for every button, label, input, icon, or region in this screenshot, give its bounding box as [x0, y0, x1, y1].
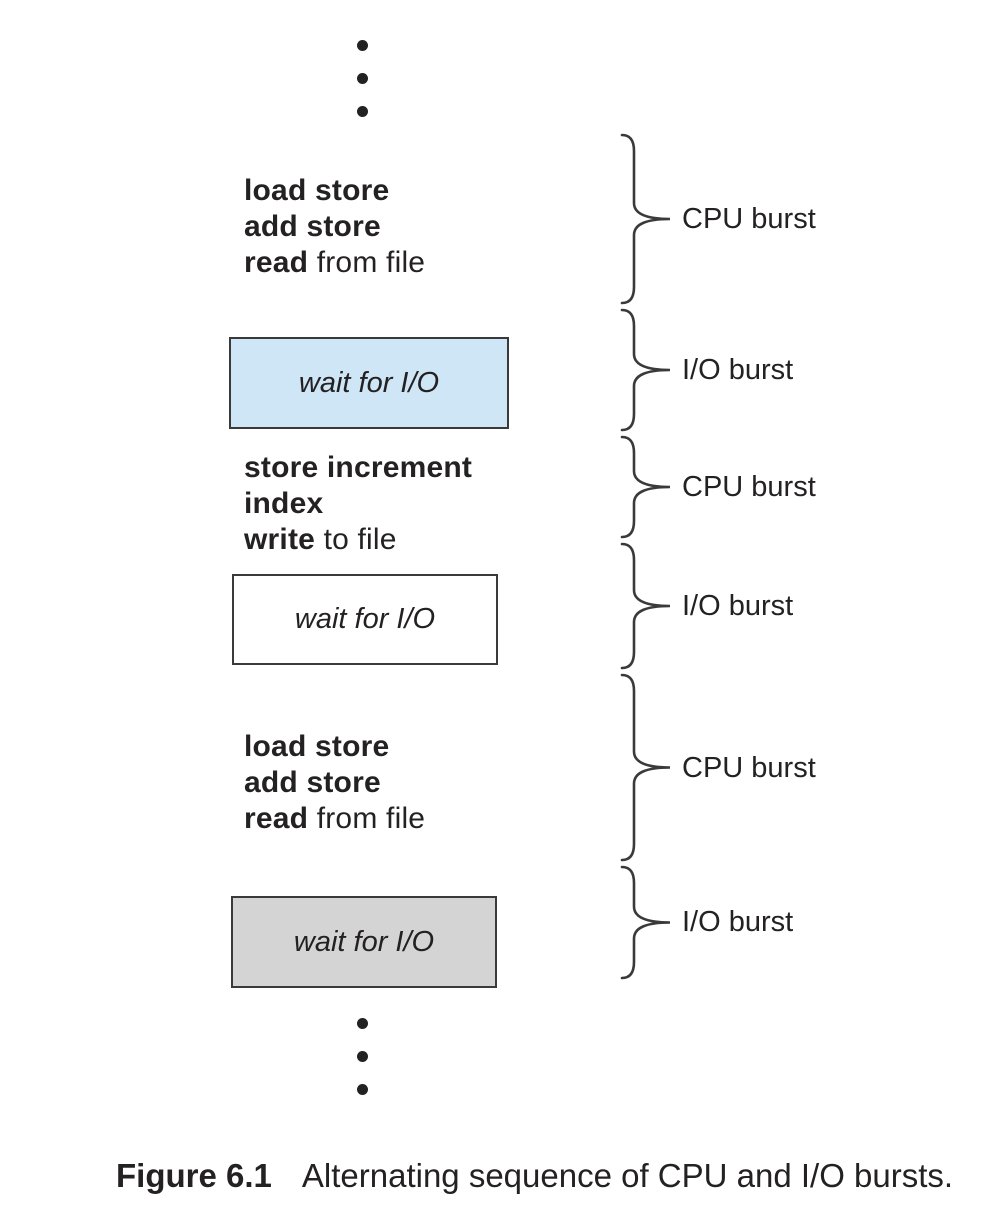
code-block-3: load store add store read from file	[244, 729, 425, 837]
instruction-text: store increment	[244, 451, 473, 484]
code-line: add store	[244, 209, 425, 245]
curly-brace-icon	[620, 133, 671, 305]
ellipsis-dot	[357, 1084, 368, 1095]
burst-label-io-1: I/O burst	[682, 354, 794, 386]
vertical-ellipsis-top-icon	[357, 40, 368, 117]
curly-brace-icon	[620, 308, 671, 432]
ellipsis-dot	[357, 1051, 368, 1062]
code-block-2: store increment index write to file	[244, 450, 472, 558]
instruction-text: load store	[244, 174, 390, 207]
burst-label-cpu-3: CPU burst	[682, 752, 816, 784]
code-line: write to file	[244, 522, 472, 558]
code-line: add store	[244, 765, 425, 801]
burst-label-cpu-2: CPU burst	[682, 471, 816, 503]
ellipsis-dot	[357, 106, 368, 117]
wait-for-io-box-2: wait for I/O	[232, 574, 498, 665]
code-line: store increment	[244, 450, 472, 486]
curly-brace-icon	[620, 542, 671, 670]
figure-caption-number: Figure 6.1	[116, 1157, 272, 1194]
operand-text: from file	[308, 246, 426, 279]
wait-for-io-box-1: wait for I/O	[229, 337, 509, 429]
code-line: read from file	[244, 801, 425, 837]
instruction-text: read	[244, 802, 309, 835]
wait-for-io-box-3: wait for I/O	[231, 896, 497, 988]
instruction-text: load store	[244, 730, 390, 763]
ellipsis-dot	[357, 73, 368, 84]
figure-caption-text: Alternating sequence of CPU and I/O burs…	[301, 1157, 954, 1194]
ellipsis-dot	[357, 40, 368, 51]
operand-text: to file	[315, 523, 397, 556]
code-line: load store	[244, 173, 425, 209]
curly-brace-icon	[620, 865, 671, 980]
code-block-1: load store add store read from file	[244, 173, 425, 281]
ellipsis-dot	[357, 1018, 368, 1029]
curly-brace-icon	[620, 673, 671, 862]
code-line: load store	[244, 729, 425, 765]
wait-box-label: wait for I/O	[294, 603, 436, 635]
burst-label-io-2: I/O burst	[682, 590, 794, 622]
wait-box-label: wait for I/O	[298, 366, 440, 399]
figure-caption: Figure 6.1 Alternating sequence of CPU an…	[116, 1157, 954, 1194]
operand-text: from file	[308, 802, 426, 835]
code-line: index	[244, 486, 472, 522]
instruction-text: add store	[244, 210, 381, 243]
instruction-text: index	[244, 487, 324, 520]
curly-brace-icon	[620, 435, 671, 539]
instruction-text: add store	[244, 766, 381, 799]
instruction-text: read	[244, 246, 309, 279]
vertical-ellipsis-bottom-icon	[357, 1018, 368, 1095]
code-line: read from file	[244, 245, 425, 281]
burst-label-cpu-1: CPU burst	[682, 203, 816, 235]
burst-label-io-3: I/O burst	[682, 906, 794, 938]
instruction-text: write	[244, 523, 316, 556]
wait-box-label: wait for I/O	[293, 925, 435, 958]
